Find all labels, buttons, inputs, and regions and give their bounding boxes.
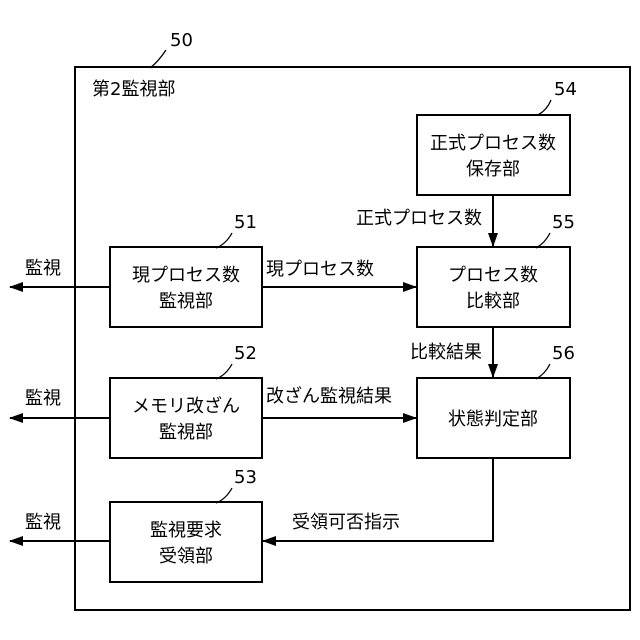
compare-result-signal-label: 比較結果 <box>410 342 482 363</box>
monitoring-request-receiver-block <box>110 502 262 582</box>
ref-leader-56 <box>536 364 550 379</box>
ref-leader-55 <box>536 233 550 248</box>
ref-number-56: 56 <box>552 343 575 364</box>
ref-number-50: 50 <box>170 30 193 51</box>
memory-monitor-label-line1: メモリ改ざん <box>132 395 240 417</box>
formal-storage-label-line1: 正式プロセス数 <box>430 133 556 154</box>
request-receiver-label-line2: 受領部 <box>159 546 213 567</box>
process-count-comparator-block <box>417 247 570 327</box>
accept-reject-signal-label: 受領可否指示 <box>292 512 400 533</box>
memory-monitor-label-line2: 監視部 <box>159 422 213 443</box>
outer-title: 第2監視部 <box>92 79 175 100</box>
ref-number-52: 52 <box>234 343 257 364</box>
ref-number-55: 55 <box>552 212 575 233</box>
ref-leader-51 <box>216 233 232 248</box>
ref-leader-54 <box>538 100 551 115</box>
request-receiver-label-line1: 監視要求 <box>150 520 222 541</box>
state-judge-label: 状態判定部 <box>448 409 538 430</box>
ref-leader-50 <box>150 50 166 68</box>
ref-number-54: 54 <box>554 79 577 100</box>
comparator-label-line2: 比較部 <box>466 291 520 312</box>
formal-process-count-storage-block <box>417 115 570 195</box>
output-label-1: 監視 <box>25 258 61 279</box>
output-label-3: 監視 <box>25 512 61 533</box>
current-process-count-monitor-block <box>110 247 262 327</box>
formal-storage-label-line2: 保存部 <box>466 159 520 180</box>
output-label-2: 監視 <box>25 388 61 409</box>
ref-number-53: 53 <box>234 467 257 488</box>
comparator-label-line1: プロセス数 <box>448 265 538 286</box>
ref-number-51: 51 <box>234 212 257 233</box>
current-count-signal-label: 現プロセス数 <box>266 259 374 280</box>
current-monitor-label-line2: 監視部 <box>159 291 213 312</box>
ref-leader-52 <box>216 364 232 379</box>
current-monitor-label-line1: 現プロセス数 <box>132 265 240 286</box>
formal-count-signal-label: 正式プロセス数 <box>356 208 482 229</box>
memory-tamper-monitor-block <box>110 378 262 458</box>
ref-leader-53 <box>216 488 232 503</box>
tamper-result-signal-label: 改ざん監視結果 <box>266 385 392 407</box>
